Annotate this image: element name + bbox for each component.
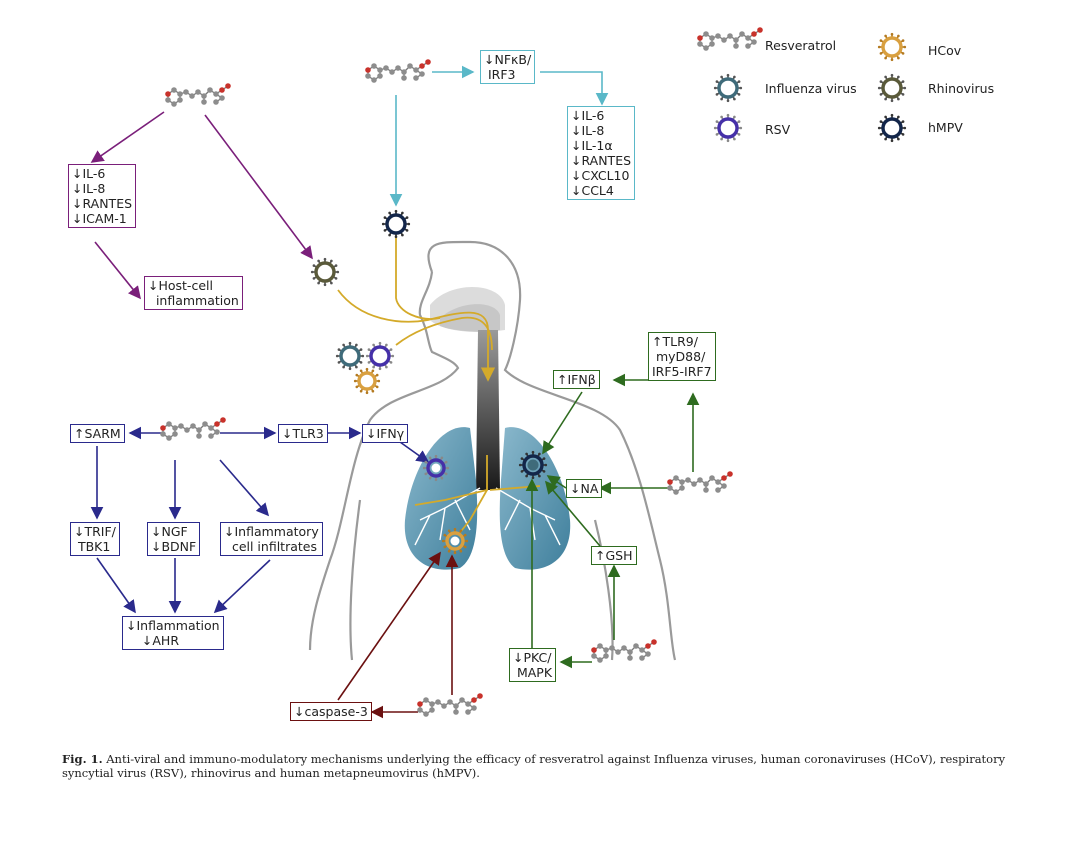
arrow-res-to-infiltrates (219, 459, 270, 517)
arrow-ifnb-to-influenza (542, 391, 583, 455)
rhinovirus-virus (310, 257, 340, 287)
box-na: ↓NA (566, 479, 603, 498)
arrow-trif-to-inflammation (96, 557, 136, 614)
box-caspase-3: ↓caspase-3 (290, 702, 372, 721)
arrow-gsh-to-influenza (544, 480, 601, 547)
box-pkc-mapk: ↓PKC/ MAPK (509, 648, 557, 682)
arrow-res-to-left-cytokines (90, 111, 165, 163)
hcov-virus-lung (441, 527, 469, 555)
red-arrows (337, 551, 459, 719)
resveratrol-top (365, 59, 431, 83)
rsv-virus-lung (422, 454, 450, 482)
purple-arrows (90, 111, 313, 300)
cyan-arrows (389, 65, 609, 207)
resveratrol-upper-left (165, 83, 231, 107)
left-lung (404, 427, 478, 570)
box-inflammation-ahr: ↓Inflammation ↓AHR (122, 616, 224, 650)
resveratrol-right (667, 471, 733, 495)
resveratrol-bottom-right (591, 639, 657, 663)
legend-rsv-icon (713, 113, 743, 143)
legend-hmpv-label: hMPV (928, 120, 963, 135)
box-host-cell-inflammation: ↓Host-cell inflammation (144, 276, 243, 310)
right-lung (499, 427, 571, 570)
arrow-cytokines-to-hostcell (94, 241, 142, 300)
caption-label: Fig. 1. (62, 752, 103, 766)
box-top-cytokines: ↓IL-6 ↓IL-8 ↓IL-1α ↓RANTES ↓CXCL10 ↓CCL4 (567, 106, 636, 200)
box-tlr9-myd88-irf5-irf7: ↑TLR9/ myD88/ IRF5-IRF7 (648, 332, 716, 381)
arrow-infiltrates-to-inflammation (213, 559, 271, 614)
box-ifng: ↓IFNγ (362, 424, 409, 443)
resveratrol-molecules (160, 27, 763, 717)
resveratrol-bottom (417, 693, 483, 717)
arrow-res-to-rhinovirus (204, 114, 313, 260)
legend-hcov-label: HCov (928, 43, 962, 58)
resveratrol-middle-left (160, 417, 226, 441)
box-trif-tbk1: ↓TRIF/ TBK1 (70, 522, 120, 556)
legend-resveratrol-icon (697, 27, 763, 51)
caption-text: Anti-viral and immuno-modulatory mechani… (62, 752, 1006, 780)
legend-rhinovirus-icon (877, 73, 907, 103)
legend-rhinovirus-label: Rhinovirus (928, 81, 995, 96)
box-inflammatory-infiltrates: ↓Inflammatory cell infiltrates (220, 522, 323, 556)
box-ngf-bdnf: ↓NGF ↓BDNF (147, 522, 201, 556)
arrow-ifng-to-rsv (399, 441, 430, 463)
green-arrows (525, 373, 700, 669)
legend-hcov-icon (877, 32, 907, 62)
rsv-virus-nose (365, 341, 395, 371)
legend-hmpv-icon (877, 113, 907, 143)
box-nfkb-irf3: ↓NFκB/ IRF3 (480, 50, 536, 84)
figure-caption: Fig. 1. Anti-viral and immuno-modulatory… (62, 752, 1022, 780)
box-sarm: ↑SARM (70, 424, 125, 443)
hcov-virus-nose (353, 367, 381, 395)
box-gsh: ↑GSH (591, 546, 637, 565)
arrow-caspase-to-hcov (337, 551, 441, 701)
legend-influenza-icon (713, 73, 743, 103)
hmpv-virus (381, 209, 411, 239)
legend-rsv-label: RSV (765, 122, 791, 137)
blue-arrows (90, 426, 430, 614)
airflow-paths (337, 235, 541, 536)
box-tlr3: ↓TLR3 (278, 424, 328, 443)
box-left-cytokines: ↓IL-6 ↓IL-8 ↓RANTES ↓ICAM-1 (68, 164, 137, 228)
legend-resveratrol-label: Resveratrol (765, 38, 837, 53)
influenza-virus-lung (518, 450, 548, 480)
legend-influenza-label: Influenza virus (765, 81, 857, 96)
nasal-passage (430, 286, 505, 332)
influenza-virus-nose (335, 341, 365, 371)
virus-icons (310, 32, 907, 555)
box-ifnb: ↑IFNβ (553, 370, 600, 389)
arrow-nfkb-to-cytokines (540, 71, 609, 106)
